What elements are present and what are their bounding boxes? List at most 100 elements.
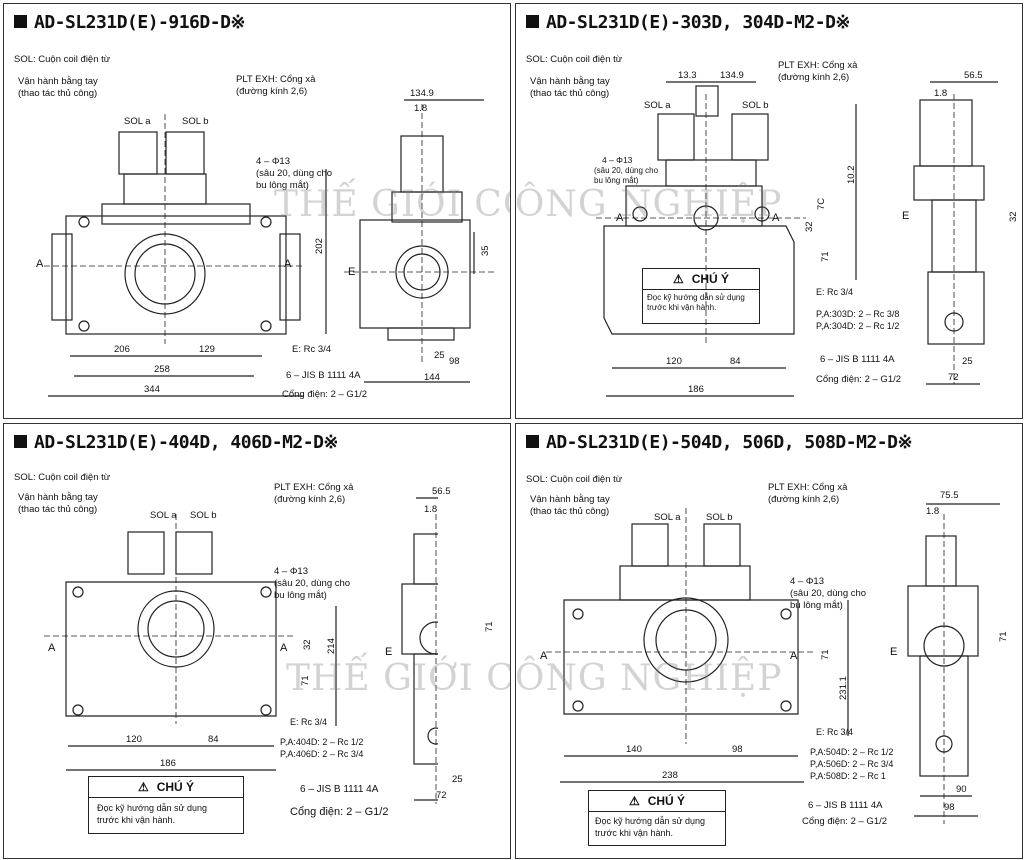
pa-port-2: P,A:304D: 2 – Rc 1/2	[816, 321, 900, 331]
dim-98-side: 98	[944, 802, 955, 813]
warning-icon: ⚠	[137, 780, 149, 794]
plt-note: PLT EXH: Cổng xả	[274, 482, 354, 493]
jis-note: 6 – JIS B 1111 4A	[286, 370, 361, 381]
sol-b-label: SOL b	[182, 116, 209, 127]
caution-line-1: Đọc kỹ hướng dẫn sử dụng	[595, 816, 706, 826]
pa-port-2: P,A:406D: 2 – Rc 3/4	[280, 749, 364, 759]
hole-note-2: (sâu 20, dùng cho	[274, 578, 351, 589]
dim-56-5: 56.5	[432, 486, 451, 497]
hole-note: 4 – Φ13	[274, 566, 308, 577]
caution-line-2: trước khi vận hành.	[595, 828, 673, 838]
hole-note-3: bu lông mắt)	[790, 600, 843, 611]
jis-note: 6 – JIS B 1111 4A	[300, 784, 379, 795]
title-square-icon	[526, 435, 539, 448]
hole-note-2: (sâu 20, dùng cho	[256, 168, 333, 179]
e-port-note: E: Rc 3/4	[290, 717, 328, 727]
caution-line-2: trước khi vận hành.	[647, 303, 717, 312]
dim-25: 25	[962, 356, 973, 367]
warning-icon: ⚠	[672, 272, 684, 286]
caution-line-2: trước khi vận hành.	[97, 815, 175, 825]
sol-note: SOL: Cuộn coil điện từ	[14, 472, 111, 483]
dim-344: 344	[144, 384, 160, 395]
panel-504d-508d: AD-SL231D(E)-504D, 506D, 508D-M2-D※ SOL:…	[515, 423, 1023, 859]
port-a-right: A	[772, 212, 780, 224]
dim-186: 186	[688, 384, 704, 395]
port-e: E	[902, 210, 910, 222]
dim-1-8: 1.8	[424, 504, 438, 515]
manual-note: Vận hành bằng tay	[530, 76, 610, 87]
dim-98: 98	[449, 356, 460, 367]
manual-note-2: (thao tác thủ công)	[18, 88, 98, 99]
port-e: E	[890, 646, 898, 658]
dim-258: 258	[154, 364, 170, 375]
panel-title: AD-SL231D(E)-504D, 506D, 508D-M2-D※	[526, 432, 913, 453]
dim-129: 129	[199, 344, 215, 355]
dim-25: 25	[452, 774, 463, 785]
jis-note: 6 – JIS B 1111 4A	[820, 354, 895, 365]
dim-71-side: 71	[484, 621, 495, 632]
dim-84: 84	[208, 734, 219, 745]
port-a-right: A	[284, 258, 292, 270]
hole-note-3: bu lông mắt)	[256, 180, 309, 191]
sol-a-label: SOL a	[654, 512, 681, 523]
manual-note-2: (thao tác thủ công)	[530, 506, 610, 517]
panel-title: AD-SL231D(E)-303D, 304D-M2-D※	[526, 12, 851, 33]
elec-note: Cổng điện: 2 – G1/2	[282, 389, 368, 400]
elec-note: Cổng điện: 2 – G1/2	[290, 806, 389, 818]
sol-a-label: SOL a	[124, 116, 151, 127]
dim-144: 144	[424, 372, 440, 383]
elec-note: Cổng điện: 2 – G1/2	[816, 374, 902, 385]
elec-note: Cổng điện: 2 – G1/2	[802, 816, 888, 827]
valve-drawing-916d	[44, 99, 494, 397]
valve-drawing-404d	[44, 497, 438, 804]
manual-note-2: (thao tác thủ công)	[530, 88, 610, 99]
dim-98: 98	[732, 744, 743, 755]
port-a-right: A	[790, 650, 798, 662]
plt-note: PLT EXH: Cổng xả	[768, 482, 848, 493]
e-port-note: E: Rc 3/4	[816, 727, 854, 737]
dim-56-5: 56.5	[964, 70, 983, 81]
manual-note-2: (thao tác thủ công)	[18, 504, 98, 515]
sol-b-label: SOL b	[742, 100, 769, 111]
pa-port-2: P,A:506D: 2 – Rc 3/4	[810, 759, 894, 769]
dim-25: 25	[434, 350, 445, 361]
dim-84: 84	[730, 356, 741, 367]
dim-75-5: 75.5	[940, 490, 959, 501]
dim-1-8: 1.8	[934, 88, 948, 99]
plt-note-2: (đường kính 2,6)	[236, 86, 308, 97]
dim-1-8: 1.8	[926, 506, 940, 517]
panel-303d-304d: AD-SL231D(E)-303D, 304D-M2-D※ SOL: Cuộn …	[515, 3, 1023, 419]
hole-note: 4 – Φ13	[790, 576, 824, 587]
hole-note-3: bu lông mắt)	[594, 176, 639, 185]
sol-note: SOL: Cuộn coil điện từ	[526, 54, 623, 65]
panel-title: AD-SL231D(E)-916D-D※	[14, 12, 245, 33]
hole-note-2: (sâu 20, dùng cho	[594, 166, 659, 175]
pa-port-1: P,A:404D: 2 – Rc 1/2	[280, 737, 364, 747]
e-port-note: E: Rc 3/4	[816, 287, 854, 297]
title-square-icon	[14, 15, 27, 28]
caution-line-1: Đọc kỹ hướng dẫn sử dụng	[97, 803, 208, 813]
sol-a-label: SOL a	[644, 100, 671, 111]
caution-line-1: Đọc kỹ hướng dẫn sử dụng	[647, 293, 745, 302]
watermark: THẾ GIỚI CÔNG NGHIỆP	[286, 658, 510, 699]
hole-note: 4 – Φ13	[602, 155, 633, 165]
dim-90: 90	[956, 784, 967, 795]
dim-13-3: 13.3	[678, 70, 697, 81]
valve-drawing-504d	[546, 503, 1000, 824]
port-a-right: A	[280, 642, 288, 654]
dim-134-9: 134.9	[410, 88, 434, 99]
sol-b-label: SOL b	[706, 512, 733, 523]
panel-916d: AD-SL231D(E)-916D-D※ SOL: Cuộn coil điện…	[3, 3, 511, 419]
pa-port-3: P,A:508D: 2 – Rc 1	[810, 771, 886, 781]
dim-186: 186	[160, 758, 176, 769]
caution-header: ⚠CHÚ Ý	[643, 269, 759, 290]
sol-a-label: SOL a	[150, 510, 177, 521]
manual-note: Vận hành bằng tay	[18, 492, 98, 503]
port-e: E	[348, 266, 356, 278]
caution-header: ⚠CHÚ Ý	[89, 777, 243, 798]
port-a-left: A	[48, 642, 56, 654]
pa-port-1: P,A:303D: 2 – Rc 3/8	[816, 309, 900, 319]
caution-box: ⚠CHÚ Ý Đọc kỹ hướng dẫn sử dụng trước khi…	[88, 776, 244, 834]
